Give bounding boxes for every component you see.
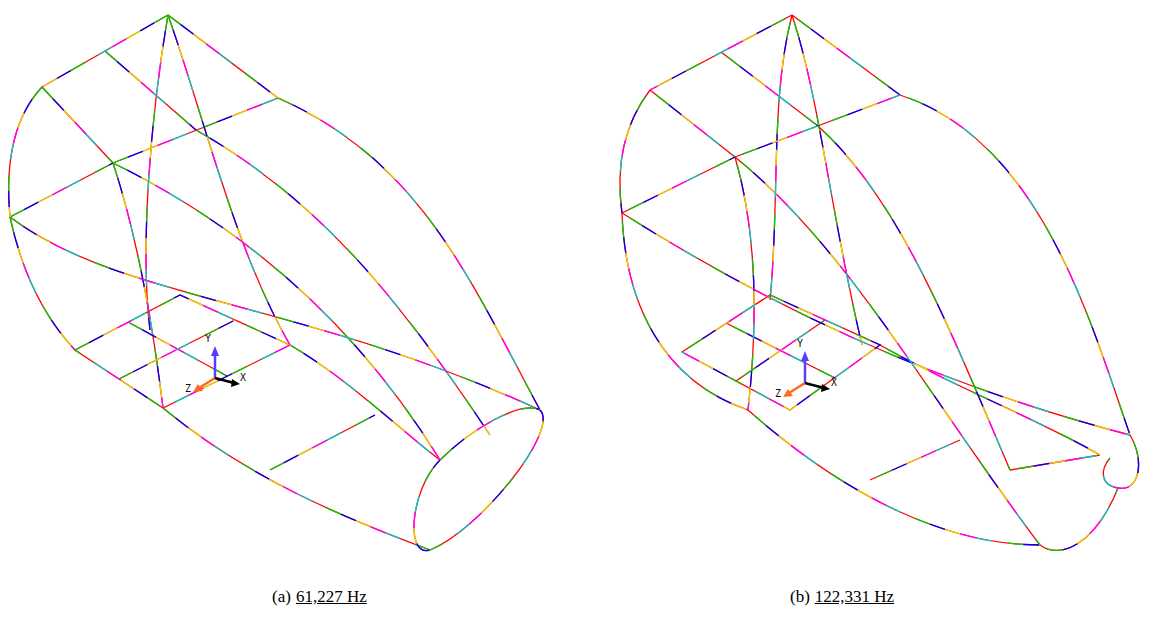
- axis-label: Z: [775, 388, 781, 399]
- axis-label: X: [240, 372, 246, 383]
- wire-layer: [620, 15, 1139, 550]
- mode-shape-b: [620, 15, 1139, 550]
- axis-head: [211, 346, 219, 356]
- wire-layer: [9, 15, 543, 551]
- frequency-value: 61,227 Hz: [296, 588, 367, 607]
- axis-head: [231, 379, 240, 387]
- wire-layer: [9, 15, 543, 551]
- axis-triad: [193, 346, 240, 392]
- axis-z: [199, 378, 215, 388]
- subfigure-letter: (a): [272, 588, 291, 607]
- axis-label: Z: [185, 383, 191, 394]
- wire-layer: [620, 15, 1139, 550]
- wire-layer: [9, 15, 543, 551]
- axis-label: Y: [797, 338, 803, 349]
- mode-shape-a: [9, 15, 543, 551]
- subfigure-letter: (b): [790, 588, 810, 607]
- axis-head: [801, 351, 809, 361]
- frequency-value: 122,331 Hz: [815, 588, 894, 607]
- axis-label: X: [831, 377, 837, 388]
- axis-x: [805, 383, 824, 388]
- wire-layer: [9, 15, 543, 551]
- wire-layer: [620, 15, 1139, 550]
- wire-layer: [620, 15, 1139, 550]
- axis-triad: [783, 351, 830, 397]
- wire-layer: [620, 15, 1139, 550]
- axis-x: [215, 378, 234, 383]
- axis-head: [821, 384, 830, 392]
- wire-layer: [620, 15, 1139, 550]
- axis-head: [783, 389, 793, 397]
- axis-z: [789, 383, 805, 393]
- wire-layer: [9, 15, 543, 551]
- axis-head: [193, 384, 203, 392]
- axis-label: Y: [205, 333, 211, 344]
- wire-layer: [9, 15, 543, 551]
